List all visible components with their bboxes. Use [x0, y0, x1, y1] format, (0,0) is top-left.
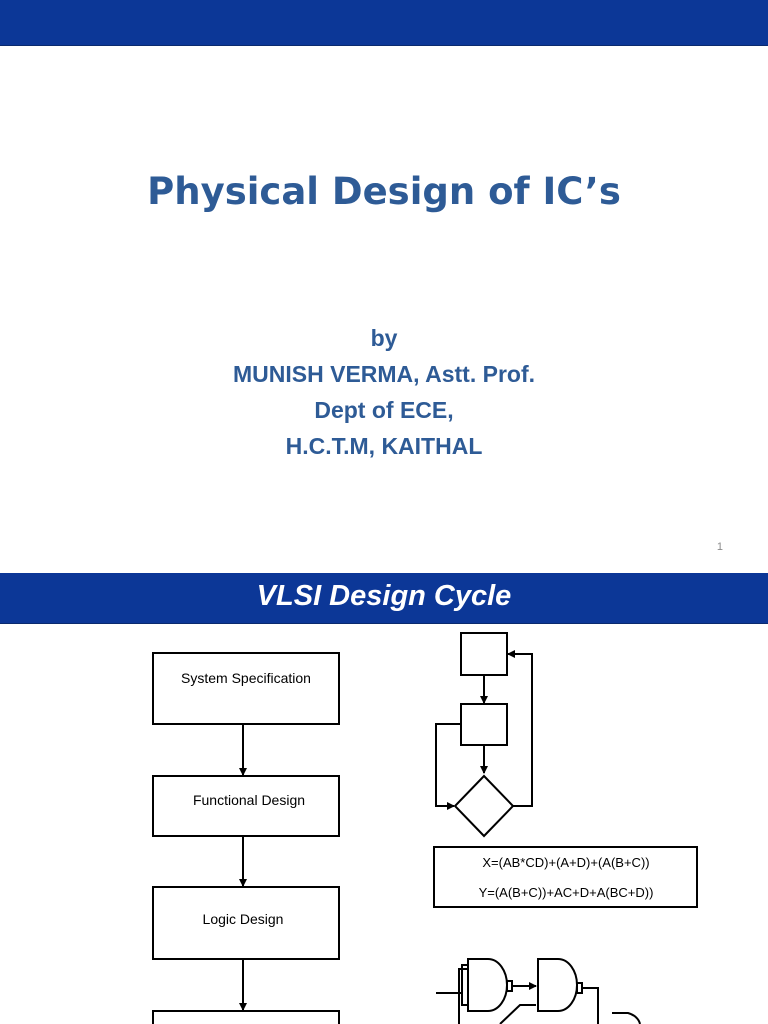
- slide-title-bar: VLSI Design Cycle: [0, 573, 768, 624]
- behavior-flow-graphic: [435, 632, 533, 838]
- design-cycle-slide: VLSI Design Cycle System Specification F…: [0, 573, 768, 1024]
- top-banner: [0, 0, 768, 46]
- author-line-dept: Dept of ECE,: [314, 397, 454, 423]
- flow-step-logic-design: Logic Design: [152, 886, 340, 960]
- design-cycle-diagram: System Specification Functional Design L…: [152, 632, 698, 1024]
- page-number: 1: [716, 541, 723, 553]
- logic-gates-graphic: [436, 958, 641, 1024]
- equation-x: X=(AB*CD)+(A+D)+(A(B+C)): [482, 855, 649, 870]
- flow-step-label: Logic Design: [203, 911, 284, 927]
- flow-step-label: System Specification: [181, 670, 311, 686]
- boolean-equations-box: X=(AB*CD)+(A+D)+(A(B+C)) Y=(A(B+C))+AC+D…: [433, 846, 698, 908]
- title-slide: Physical Design of IC’s by MUNISH VERMA,…: [0, 0, 768, 553]
- author-line-name: MUNISH VERMA, Astt. Prof.: [233, 361, 535, 387]
- flow-step-next: [152, 1010, 340, 1024]
- flow-step-label: Functional Design: [193, 792, 305, 808]
- author-block: by MUNISH VERMA, Astt. Prof. Dept of ECE…: [0, 320, 768, 464]
- slide-divider: [0, 563, 768, 573]
- author-line-by: by: [370, 325, 398, 351]
- equation-y: Y=(A(B+C))+AC+D+A(BC+D)): [479, 885, 654, 900]
- flow-step-functional-design: Functional Design: [152, 775, 340, 837]
- author-line-institute: H.C.T.M, KAITHAL: [285, 433, 483, 459]
- slide-heading: VLSI Design Cycle: [256, 580, 512, 612]
- slide-title: Physical Design of IC’s: [147, 170, 621, 213]
- flow-step-system-specification: System Specification: [152, 652, 340, 725]
